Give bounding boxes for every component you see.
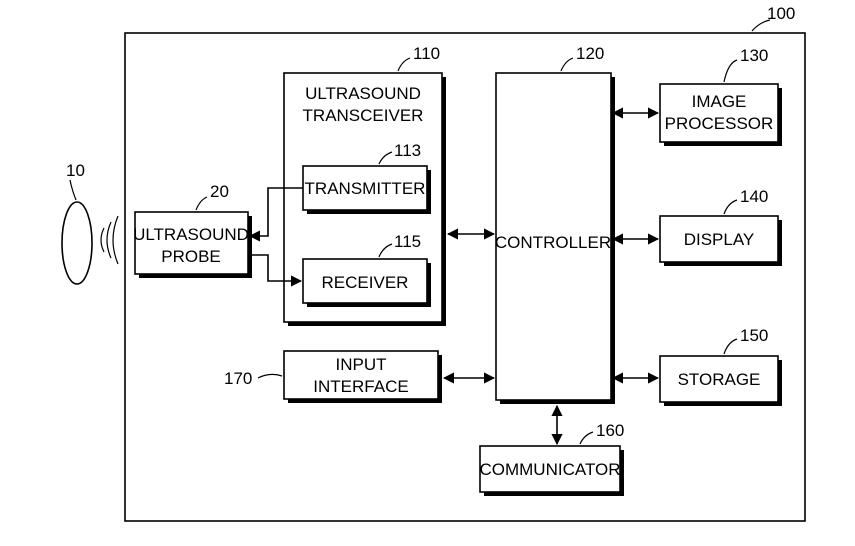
controller-ref: 120: [576, 44, 604, 63]
communicator-label: COMMUNICATOR: [479, 460, 620, 479]
image-processor-label-line2: PROCESSOR: [665, 114, 774, 133]
transceiver-ref: 110: [413, 44, 440, 63]
display-label: DISPLAY: [684, 230, 755, 249]
input-interface-label-line1: INPUT: [336, 355, 387, 374]
image-processor-label-line1: IMAGE: [692, 92, 747, 111]
object-target: 10: [62, 161, 118, 284]
probe-label-line2: PROBE: [161, 247, 221, 266]
input-interface-ref: 170: [224, 369, 252, 388]
ultrasound-wave-icon: [101, 216, 118, 264]
transmitter-label: TRANSMITTER: [305, 179, 426, 198]
probe-ref: 20: [210, 182, 229, 201]
controller-block: CONTROLLER 120: [495, 44, 615, 404]
display-ref: 140: [740, 187, 768, 206]
transmitter-ref: 113: [394, 141, 421, 160]
object-ref: 10: [66, 161, 85, 180]
transceiver-label-line1: ULTRASOUND: [305, 84, 421, 103]
image-processor-ref: 130: [740, 46, 768, 65]
controller-label: CONTROLLER: [495, 233, 611, 252]
communicator-ref: 160: [596, 421, 624, 440]
receiver-label: RECEIVER: [322, 273, 409, 292]
system-ref: 100: [767, 4, 795, 23]
transceiver-label-line2: TRANSCEIVER: [303, 106, 424, 125]
storage-label: STORAGE: [678, 370, 761, 389]
receiver-ref: 115: [394, 232, 421, 251]
probe-label-line1: ULTRASOUND: [133, 225, 249, 244]
input-interface-label-line2: INTERFACE: [313, 377, 408, 396]
storage-ref: 150: [740, 326, 768, 345]
